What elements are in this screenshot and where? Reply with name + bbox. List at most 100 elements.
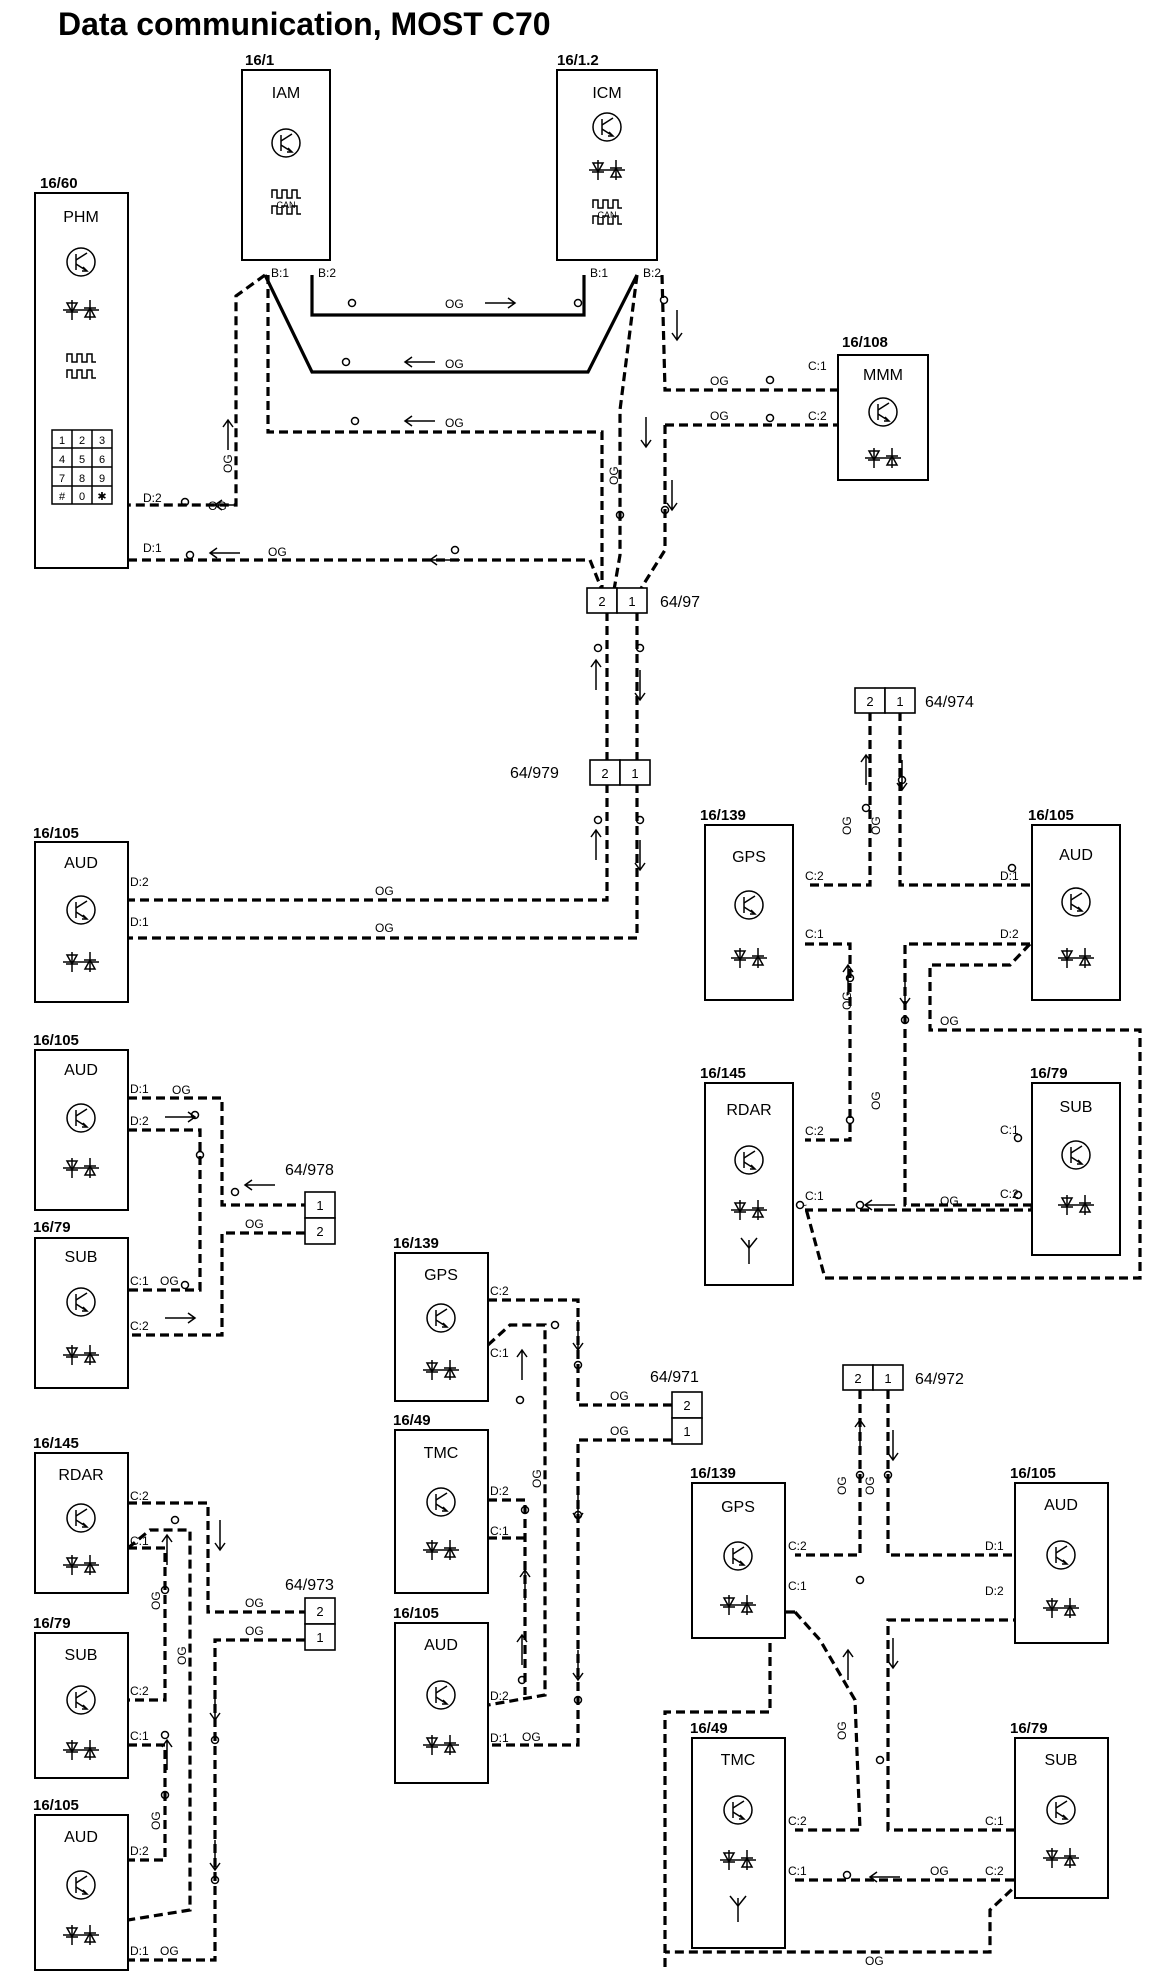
module-iam: 16/1 IAM CAN B:1 B:2	[241, 52, 336, 280]
module-name: SUB	[1060, 1099, 1093, 1116]
module-name: TMC	[424, 1445, 459, 1462]
wire-og-label: OG	[149, 1811, 163, 1830]
module-aud: 16/105 AUD D:1 D:2	[33, 1032, 149, 1211]
pin-label: D:2	[1000, 927, 1019, 941]
module-id: 16/139	[700, 807, 746, 824]
module-name: SUB	[65, 1249, 98, 1266]
pin-label: C:2	[490, 1284, 509, 1298]
module-id: 16/1	[245, 52, 274, 69]
module-name: ICM	[592, 85, 621, 102]
wire-og-label: OG	[268, 545, 287, 559]
svg-text:1: 1	[316, 1198, 323, 1213]
pin-label: D:2	[143, 491, 162, 505]
svg-text:0: 0	[79, 491, 85, 503]
pin-label: C:2	[1000, 1187, 1019, 1201]
module-id: 16/105	[33, 1032, 79, 1049]
module-id: 16/108	[842, 334, 888, 351]
module-gps: 16/139 GPS C:2 C:1	[393, 1235, 509, 1402]
svg-text:2: 2	[601, 766, 608, 781]
wire-og-label: OG	[160, 1274, 179, 1288]
pin-label: B:1	[590, 266, 608, 280]
module-id: 16/49	[690, 1720, 728, 1737]
connector-id: 64/97	[660, 594, 700, 611]
svg-text:6: 6	[99, 454, 105, 466]
connector-64-972: 2 1 64/972	[842, 1364, 964, 1391]
module-name: GPS	[721, 1499, 755, 1516]
wire-og-label: OG	[375, 884, 394, 898]
pin-label: C:1	[808, 359, 827, 373]
module-name: GPS	[424, 1267, 458, 1284]
pin-label: C:2	[130, 1684, 149, 1698]
pin-label: D:1	[1000, 869, 1019, 883]
pin-label: C:2	[788, 1814, 807, 1828]
pin-label: C:2	[805, 1124, 824, 1138]
connector-id: 64/979	[510, 765, 559, 782]
wire-og-label: OG	[610, 1424, 629, 1438]
connector-64-974: 2 1 64/974	[854, 687, 974, 714]
module-name: AUD	[64, 1062, 98, 1079]
module-aud: 16/105 AUD D:1 D:2	[1000, 807, 1121, 1001]
module-id: 16/60	[40, 175, 78, 192]
svg-text:2: 2	[316, 1604, 323, 1619]
wire-og-label: OG	[940, 1014, 959, 1028]
svg-text:2: 2	[79, 435, 85, 447]
connector-64-979: 2 1 64/979	[510, 759, 651, 786]
module-id: 16/49	[393, 1412, 431, 1429]
wires	[126, 273, 1142, 1972]
pin-label: C:2	[985, 1864, 1004, 1878]
connector-64-978: 1 2 64/978	[285, 1162, 336, 1245]
svg-text:3: 3	[99, 435, 105, 447]
wire-og-label: OG	[863, 1476, 877, 1495]
wire-og-label: OG	[607, 466, 621, 485]
module-name: IAM	[272, 85, 300, 102]
module-sub: 16/79 SUB C:1 C:2	[1000, 1065, 1121, 1256]
wire-annotations: OG OG OG OG OG OG OG OG OG OG OG OG OG O…	[149, 295, 1023, 1968]
pin-label: C:2	[788, 1539, 807, 1553]
module-gps: 16/139 GPS C:2 C:1	[700, 807, 824, 1001]
wire-og-label: OG	[445, 357, 464, 371]
module-id: 16/105	[1028, 807, 1074, 824]
pin-label: C:1	[130, 1729, 149, 1743]
module-sub: 16/79 SUB C:1 C:2	[33, 1219, 149, 1389]
module-tmc: 16/49 TMC D:2 C:1	[393, 1412, 509, 1594]
wire-og-label: OG	[840, 816, 854, 835]
wire-og-label: OG	[710, 409, 729, 423]
svg-text:7: 7	[59, 473, 65, 485]
wire-og-label: OG	[940, 1194, 959, 1208]
wire-og-label: OG	[445, 416, 464, 430]
module-id: 16/105	[33, 825, 79, 842]
module-aud: 16/105 AUD D:2 D:1	[33, 825, 149, 1003]
module-aud: 16/105 AUD D:1 D:2	[985, 1465, 1109, 1644]
module-id: 16/145	[33, 1435, 79, 1452]
wire-og-label: OG	[245, 1217, 264, 1231]
connector-64-97: 2 1 64/97	[586, 587, 700, 614]
connector-64-971: 2 1 64/971	[650, 1369, 703, 1445]
svg-text:1: 1	[631, 766, 638, 781]
wire-og-label: OG	[149, 1591, 163, 1610]
module-name: AUD	[64, 855, 98, 872]
pin-label: D:1	[490, 1731, 509, 1745]
connector-id: 64/973	[285, 1577, 334, 1594]
wire-og-label: OG	[175, 1646, 189, 1665]
diagram-title: Data communication, MOST C70	[58, 6, 551, 42]
module-sub: 16/79 SUB C:1 C:2	[985, 1720, 1109, 1899]
pin-label: C:2	[805, 869, 824, 883]
can-label: CAN	[597, 210, 616, 220]
module-name: PHM	[63, 209, 99, 226]
pin-label: D:2	[490, 1484, 509, 1498]
svg-text:2: 2	[316, 1224, 323, 1239]
module-id: 16/145	[700, 1065, 746, 1082]
module-id: 16/79	[1010, 1720, 1048, 1737]
svg-text:2: 2	[683, 1398, 690, 1413]
svg-text:1: 1	[59, 435, 65, 447]
pin-label: C:1	[130, 1534, 149, 1548]
svg-text:1: 1	[896, 694, 903, 709]
module-phm: 16/60 PHM 1 2 3 4 5 6 7 8 9 # 0 ✱ D:2 D:…	[34, 175, 162, 569]
module-rdar: 16/145 RDAR C:2 C:1	[700, 1065, 824, 1286]
svg-text:4: 4	[59, 454, 65, 466]
module-id: 16/1.2	[557, 52, 599, 69]
module-id: 16/79	[33, 1615, 71, 1632]
pin-label: C:1	[490, 1346, 509, 1360]
connector-id: 64/972	[915, 1371, 964, 1388]
pin-label: B:2	[318, 266, 336, 280]
